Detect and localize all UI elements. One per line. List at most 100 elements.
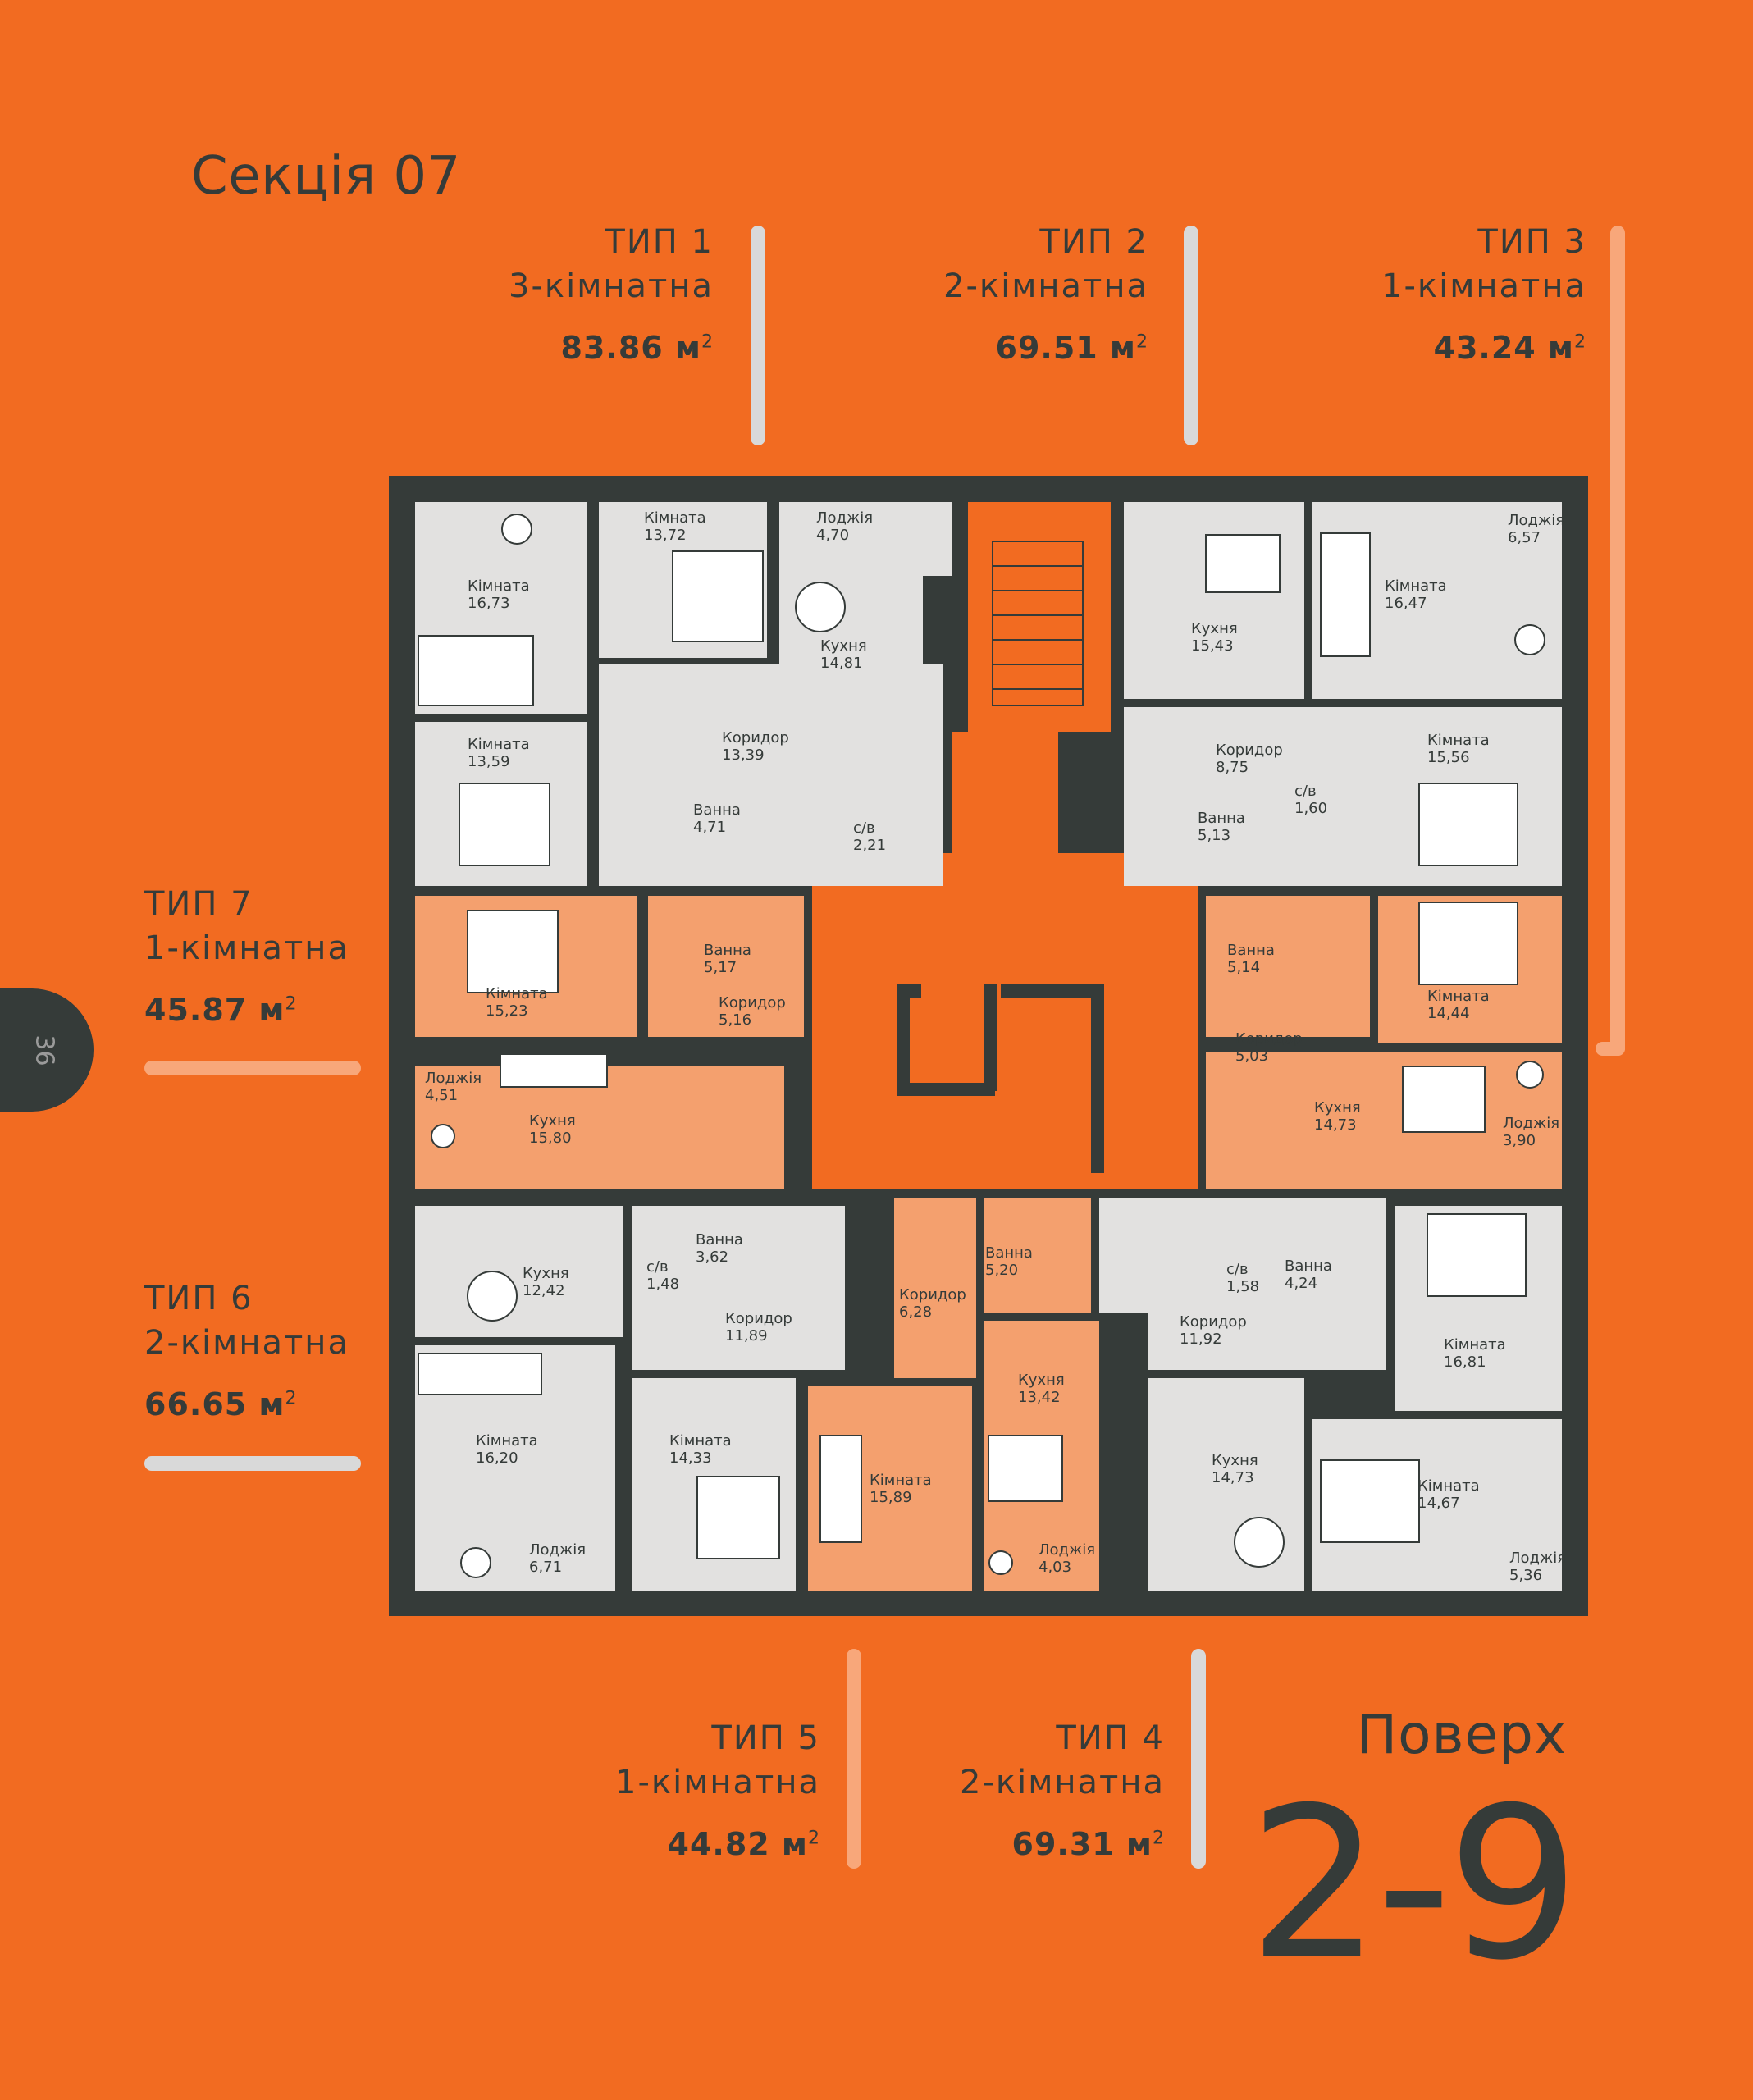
type-5-bar	[847, 1649, 861, 1869]
type-7-bar	[144, 1061, 361, 1075]
type-1-rooms: 3-кімнатна	[509, 267, 714, 305]
type-2-area: 69.51 м2	[878, 330, 1148, 366]
room-name: с/в	[646, 1258, 669, 1276]
room-area: 13,39	[722, 746, 765, 764]
type-7-label: ТИП 7 1-кімнатна 45.87 м2	[144, 882, 489, 1028]
room-name: Кімната	[1427, 732, 1490, 749]
room-name: Коридор	[899, 1286, 966, 1303]
room-name: Коридор	[722, 729, 789, 746]
type-2-label: ТИП 2 2-кімнатна 69.51 м2	[878, 220, 1148, 366]
hall-core	[812, 853, 1198, 1189]
stair-core	[968, 502, 1111, 732]
type-5-rooms: 1-кімнатна	[615, 1764, 820, 1801]
room-name: Ванна	[704, 942, 751, 959]
room-area: 14,81	[820, 655, 863, 672]
room-name: с/в	[853, 819, 875, 837]
room-name: Кухня	[820, 637, 867, 655]
type-6-area-unit: 2	[285, 1388, 298, 1409]
type-1-bar	[751, 226, 765, 445]
type-4-area-value: 69.31 м	[1011, 1826, 1153, 1862]
type-2-area-unit: 2	[1136, 331, 1148, 353]
room-area: 5,36	[1509, 1567, 1542, 1584]
room-area: 4,51	[425, 1087, 458, 1104]
type-6-name: ТИП 6	[144, 1280, 253, 1317]
room-area: 4,70	[816, 527, 849, 544]
room-area: 12,42	[523, 1282, 565, 1299]
type-6-label: ТИП 6 2-кімнатна 66.65 м2	[144, 1276, 489, 1422]
room-area: 5,16	[719, 1011, 751, 1029]
room-name: Кімната	[486, 985, 548, 1002]
room-area: 16,73	[468, 595, 510, 612]
type-1-area: 83.86 м2	[443, 330, 714, 366]
room-name: Коридор	[1180, 1313, 1247, 1331]
room-name: Ванна	[696, 1231, 743, 1249]
room-area: 15,89	[870, 1489, 912, 1506]
type-4-area: 69.31 м2	[894, 1826, 1165, 1862]
type-3-label: ТИП 3 1-кімнатна 43.24 м2	[1316, 220, 1586, 366]
room-area: 6,71	[529, 1559, 562, 1576]
type-2-area-value: 69.51 м	[995, 330, 1136, 366]
type-4-area-unit: 2	[1153, 1828, 1165, 1849]
type-7-area: 45.87 м2	[144, 992, 489, 1028]
room-name: Лоджія	[816, 509, 873, 527]
room-labels: Кімната16,73Кімната13,72Лоджія4,70Кухня1…	[425, 509, 1566, 1584]
room-name: Лоджія	[425, 1070, 482, 1087]
type-6-area-value: 66.65 м	[144, 1386, 285, 1422]
type-1-label: ТИП 1 3-кімнатна 83.86 м2	[443, 220, 714, 366]
type-1-name: ТИП 1	[605, 223, 714, 261]
type-5-area: 44.82 м2	[550, 1826, 820, 1862]
room-name: Кухня	[1018, 1372, 1065, 1389]
floor-label: Поверх	[1356, 1703, 1567, 1766]
room-name: Кімната	[644, 509, 706, 527]
room-area: 6,57	[1508, 529, 1541, 546]
type-6-rooms: 2-кімнатна	[144, 1324, 349, 1362]
room-area: 2,21	[853, 837, 886, 854]
room-area: 13,42	[1018, 1389, 1061, 1406]
room-area: 5,17	[704, 959, 737, 976]
room-area: 14,67	[1417, 1495, 1460, 1512]
room-name: с/в	[1294, 783, 1317, 800]
type-5-name: ТИП 5	[711, 1719, 820, 1757]
room-area: 1,48	[646, 1276, 679, 1293]
room-area: 5,14	[1227, 959, 1260, 976]
room-area: 16,81	[1444, 1354, 1486, 1371]
room-name: Коридор	[719, 994, 786, 1011]
room-area: 8,75	[1216, 759, 1249, 776]
type-3-bar-foot	[1596, 1042, 1625, 1056]
room-area: 5,20	[985, 1262, 1018, 1279]
room-name: Коридор	[725, 1310, 792, 1327]
type-2-bar	[1184, 226, 1198, 445]
room-area: 5,13	[1198, 827, 1230, 844]
room-name: Кухня	[1314, 1099, 1361, 1116]
room-name: Кухня	[1212, 1452, 1258, 1469]
room-name: Кімната	[468, 578, 530, 595]
type-4-rooms: 2-кімнатна	[960, 1764, 1165, 1801]
room-name: Ванна	[1198, 810, 1245, 827]
room-area: 4,03	[1039, 1559, 1071, 1576]
stairs	[992, 541, 1084, 706]
type-3-area: 43.24 м2	[1316, 330, 1586, 366]
type-7-name: ТИП 7	[144, 885, 253, 923]
type-3-area-unit: 2	[1574, 331, 1586, 353]
type-4-bar	[1191, 1649, 1206, 1869]
section-title: Секція 07	[191, 146, 461, 207]
room-name: Кімната	[468, 736, 530, 753]
room-name: Лоджія	[1508, 512, 1564, 529]
room-name: Кухня	[523, 1265, 569, 1282]
room-area: 3,90	[1503, 1132, 1536, 1149]
room-area: 3,62	[696, 1249, 728, 1266]
type-6-area: 66.65 м2	[144, 1386, 489, 1422]
room-area: 15,80	[529, 1130, 572, 1147]
room-name: Лоджія	[529, 1541, 586, 1559]
room-name: Ванна	[1285, 1258, 1332, 1275]
room-area: 16,47	[1385, 595, 1427, 612]
room-area: 1,60	[1294, 800, 1327, 817]
room-area: 14,73	[1212, 1469, 1254, 1486]
room-name: Коридор	[1235, 1030, 1303, 1048]
type-7-area-unit: 2	[285, 993, 298, 1015]
room-area: 15,43	[1191, 637, 1234, 655]
type-4-name: ТИП 4	[1056, 1719, 1165, 1757]
room-area: 14,44	[1427, 1005, 1470, 1022]
room-area: 14,33	[669, 1449, 712, 1467]
room-name: Кімната	[1385, 578, 1447, 595]
